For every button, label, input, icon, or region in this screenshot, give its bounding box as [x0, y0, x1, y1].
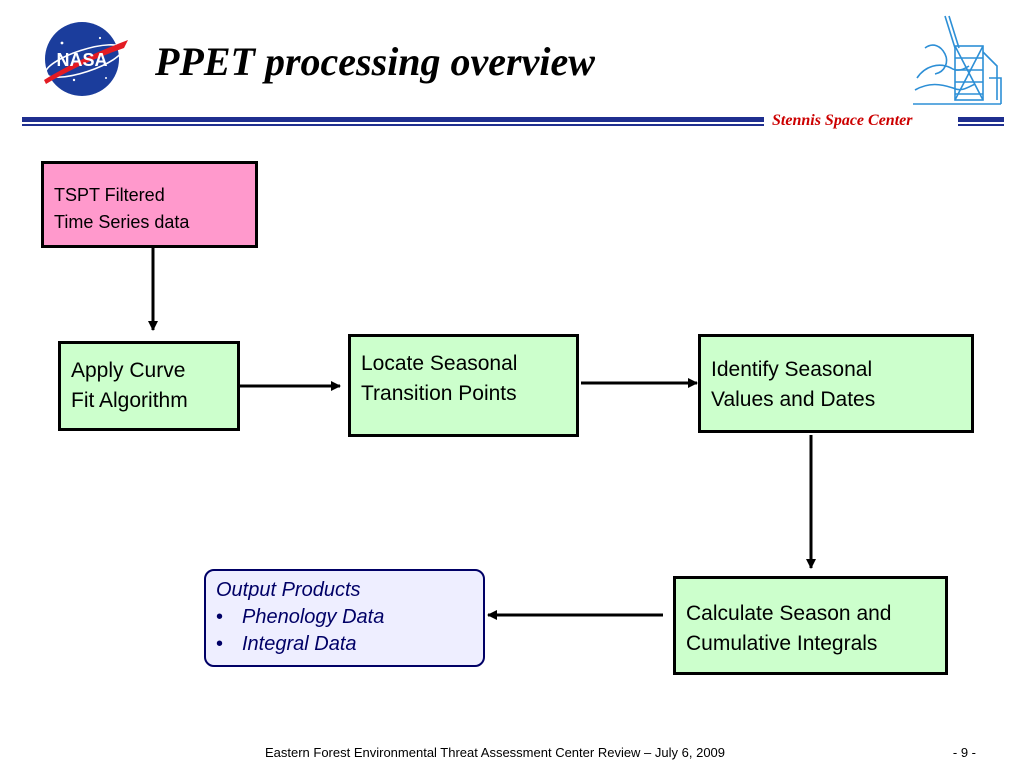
output-item: • Phenology Data: [216, 604, 473, 631]
node-label-line: TSPT Filtered: [54, 185, 165, 205]
header-rule: [22, 117, 764, 126]
nasa-logo-text: NASA: [56, 50, 107, 70]
node-label-line: Cumulative Integrals: [686, 632, 878, 655]
nasa-meatball-icon: NASA: [44, 22, 128, 96]
bullet-icon: •: [216, 633, 224, 655]
center-name: Stennis Space Center: [772, 112, 913, 129]
bullet-icon: •: [216, 606, 224, 628]
node-label-line: Apply Curve: [71, 359, 186, 382]
node-label-line: Transition Points: [361, 382, 517, 405]
node-apply-curve-fit: Apply Curve Fit Algorithm: [58, 341, 240, 431]
node-label-line: Identify Seasonal: [711, 358, 873, 381]
node-tspt-filtered-data: TSPT Filtered Time Series data: [41, 161, 258, 248]
node-calculate-integrals: Calculate Season and Cumulative Integral…: [673, 576, 948, 675]
node-identify-seasonal-values: Identify Seasonal Values and Dates: [698, 334, 974, 433]
page-number: - 9 -: [952, 745, 976, 760]
output-title: Output Products: [216, 579, 361, 601]
node-output-products: Output Products • Phenology Data • Integ…: [204, 569, 485, 667]
node-label-line: Time Series data: [54, 212, 190, 232]
output-item-label: Integral Data: [242, 633, 357, 655]
node-locate-transition-points: Locate Seasonal Transition Points: [348, 334, 579, 437]
output-list: • Phenology Data • Integral Data: [216, 604, 473, 658]
node-label-line: Locate Seasonal: [361, 352, 518, 375]
test-stand-icon: [913, 15, 1002, 105]
footer-text: Eastern Forest Environmental Threat Asse…: [264, 745, 726, 760]
page-title: PPET processing overview: [155, 39, 595, 84]
output-item-label: Phenology Data: [242, 606, 385, 628]
output-item: • Integral Data: [216, 631, 473, 658]
node-label-line: Calculate Season and: [686, 602, 892, 625]
node-label-line: Fit Algorithm: [71, 389, 188, 412]
header-rule: [958, 117, 1004, 126]
node-label-line: Values and Dates: [711, 388, 876, 411]
